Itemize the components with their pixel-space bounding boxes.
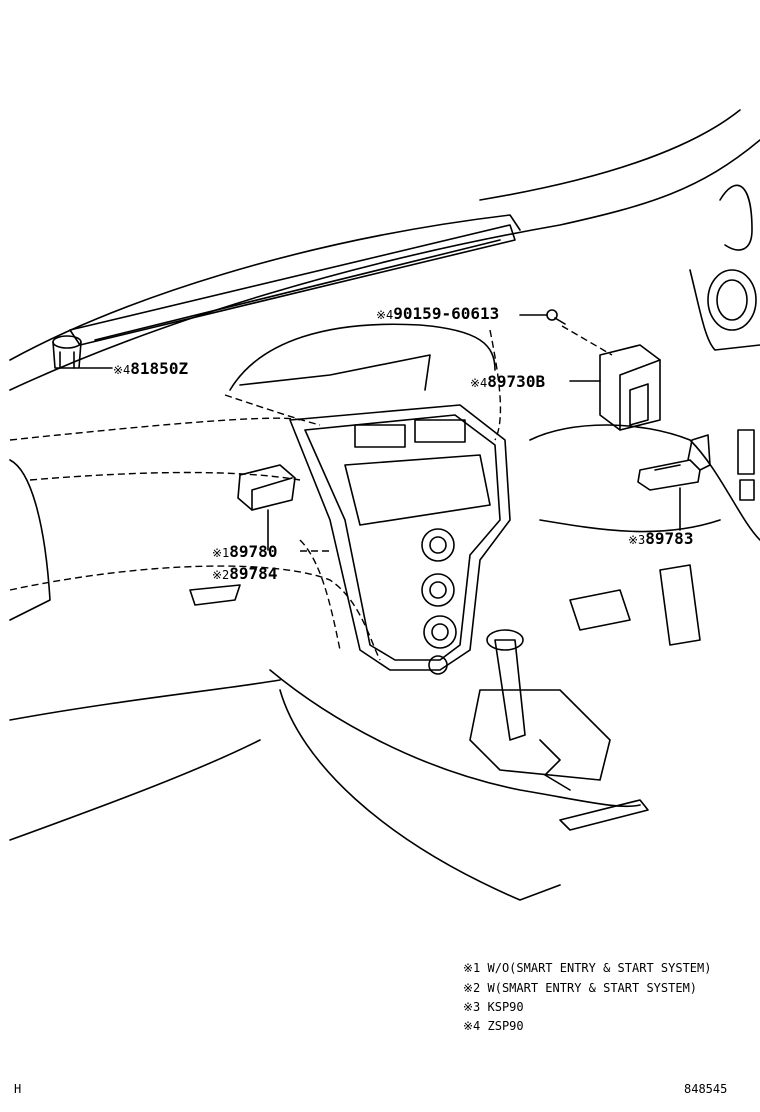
callout-89783: ※389783 bbox=[628, 529, 694, 548]
part-89783-bracket bbox=[637, 434, 711, 491]
callout-89730b: ※489730B bbox=[470, 372, 546, 391]
hazard-switch bbox=[428, 655, 448, 675]
callout-89784: ※289784 bbox=[212, 564, 278, 583]
center-dashed-left bbox=[299, 539, 341, 651]
dash-lower-dashed bbox=[9, 417, 301, 441]
right-vent-outer bbox=[707, 269, 757, 331]
climate-knob-2-inner bbox=[429, 581, 447, 599]
climate-knob-1-inner bbox=[429, 536, 447, 554]
legend-note-4: ※4 ZSP90 bbox=[463, 1019, 524, 1033]
callout-90159-60613: ※490159-60613 bbox=[376, 304, 500, 323]
climate-knob-2 bbox=[421, 573, 455, 607]
defroster-vent bbox=[69, 224, 516, 346]
part-81850z-sensor bbox=[52, 335, 82, 369]
meter-hood-inner bbox=[239, 354, 431, 391]
callout-81850z: ※481850Z bbox=[113, 359, 189, 378]
part-89780-module bbox=[237, 464, 296, 511]
console-tray bbox=[559, 799, 649, 831]
right-switch-panel bbox=[737, 429, 755, 475]
part-89730b-ecu bbox=[599, 344, 661, 431]
footer-left-code: H bbox=[14, 1082, 22, 1096]
figure-number: 848545 bbox=[684, 1082, 728, 1096]
right-dash-edge bbox=[689, 269, 760, 351]
right-switch bbox=[739, 479, 755, 501]
part-90159-60613-screw bbox=[546, 309, 566, 325]
left-floor-lower bbox=[9, 739, 261, 841]
glovebox-dashed-top bbox=[29, 471, 301, 481]
legend-note-2: ※2 W(SMART ENTRY & START SYSTEM) bbox=[463, 981, 698, 995]
shift-lever bbox=[494, 639, 526, 741]
lower-dash-right bbox=[539, 519, 721, 533]
meter-dashed bbox=[224, 394, 321, 426]
center-panel-inner bbox=[304, 414, 501, 661]
legend-note-3: ※3 KSP90 bbox=[463, 1000, 524, 1014]
center-dashed-right bbox=[489, 329, 502, 441]
glovebox-handle bbox=[189, 584, 241, 606]
accel-pedal bbox=[659, 564, 701, 646]
legend-note-1: ※1 W/O(SMART ENTRY & START SYSTEM) bbox=[463, 961, 712, 975]
center-vent-left bbox=[354, 424, 406, 448]
left-floor-edge bbox=[9, 679, 281, 721]
windshield-upper bbox=[479, 109, 741, 201]
audio-display bbox=[344, 454, 491, 526]
console-left-edge bbox=[269, 669, 641, 808]
climate-knob-1 bbox=[421, 528, 455, 562]
glovebox-dashed-bottom bbox=[9, 565, 381, 661]
climate-knob-3 bbox=[423, 615, 457, 649]
callout-89780: ※189780 bbox=[212, 542, 278, 561]
shift-gate bbox=[539, 739, 571, 791]
left-door-panel bbox=[9, 459, 51, 621]
steering-column-cover bbox=[529, 424, 760, 541]
leader-screw-ecu bbox=[561, 325, 613, 356]
dash-top-edge bbox=[9, 214, 521, 361]
console-lower-edge bbox=[279, 689, 561, 901]
right-vent-inner bbox=[716, 279, 748, 321]
climate-knob-3-inner bbox=[431, 623, 449, 641]
windshield-edge bbox=[9, 139, 760, 391]
center-panel bbox=[289, 404, 511, 671]
right-pillar-vent bbox=[719, 184, 753, 251]
meter-hood bbox=[229, 323, 496, 391]
center-vent-right bbox=[414, 419, 466, 443]
shift-knob bbox=[486, 629, 524, 651]
brake-pedal bbox=[569, 589, 631, 631]
defroster-inner bbox=[94, 239, 501, 341]
shifter-base bbox=[469, 689, 611, 781]
